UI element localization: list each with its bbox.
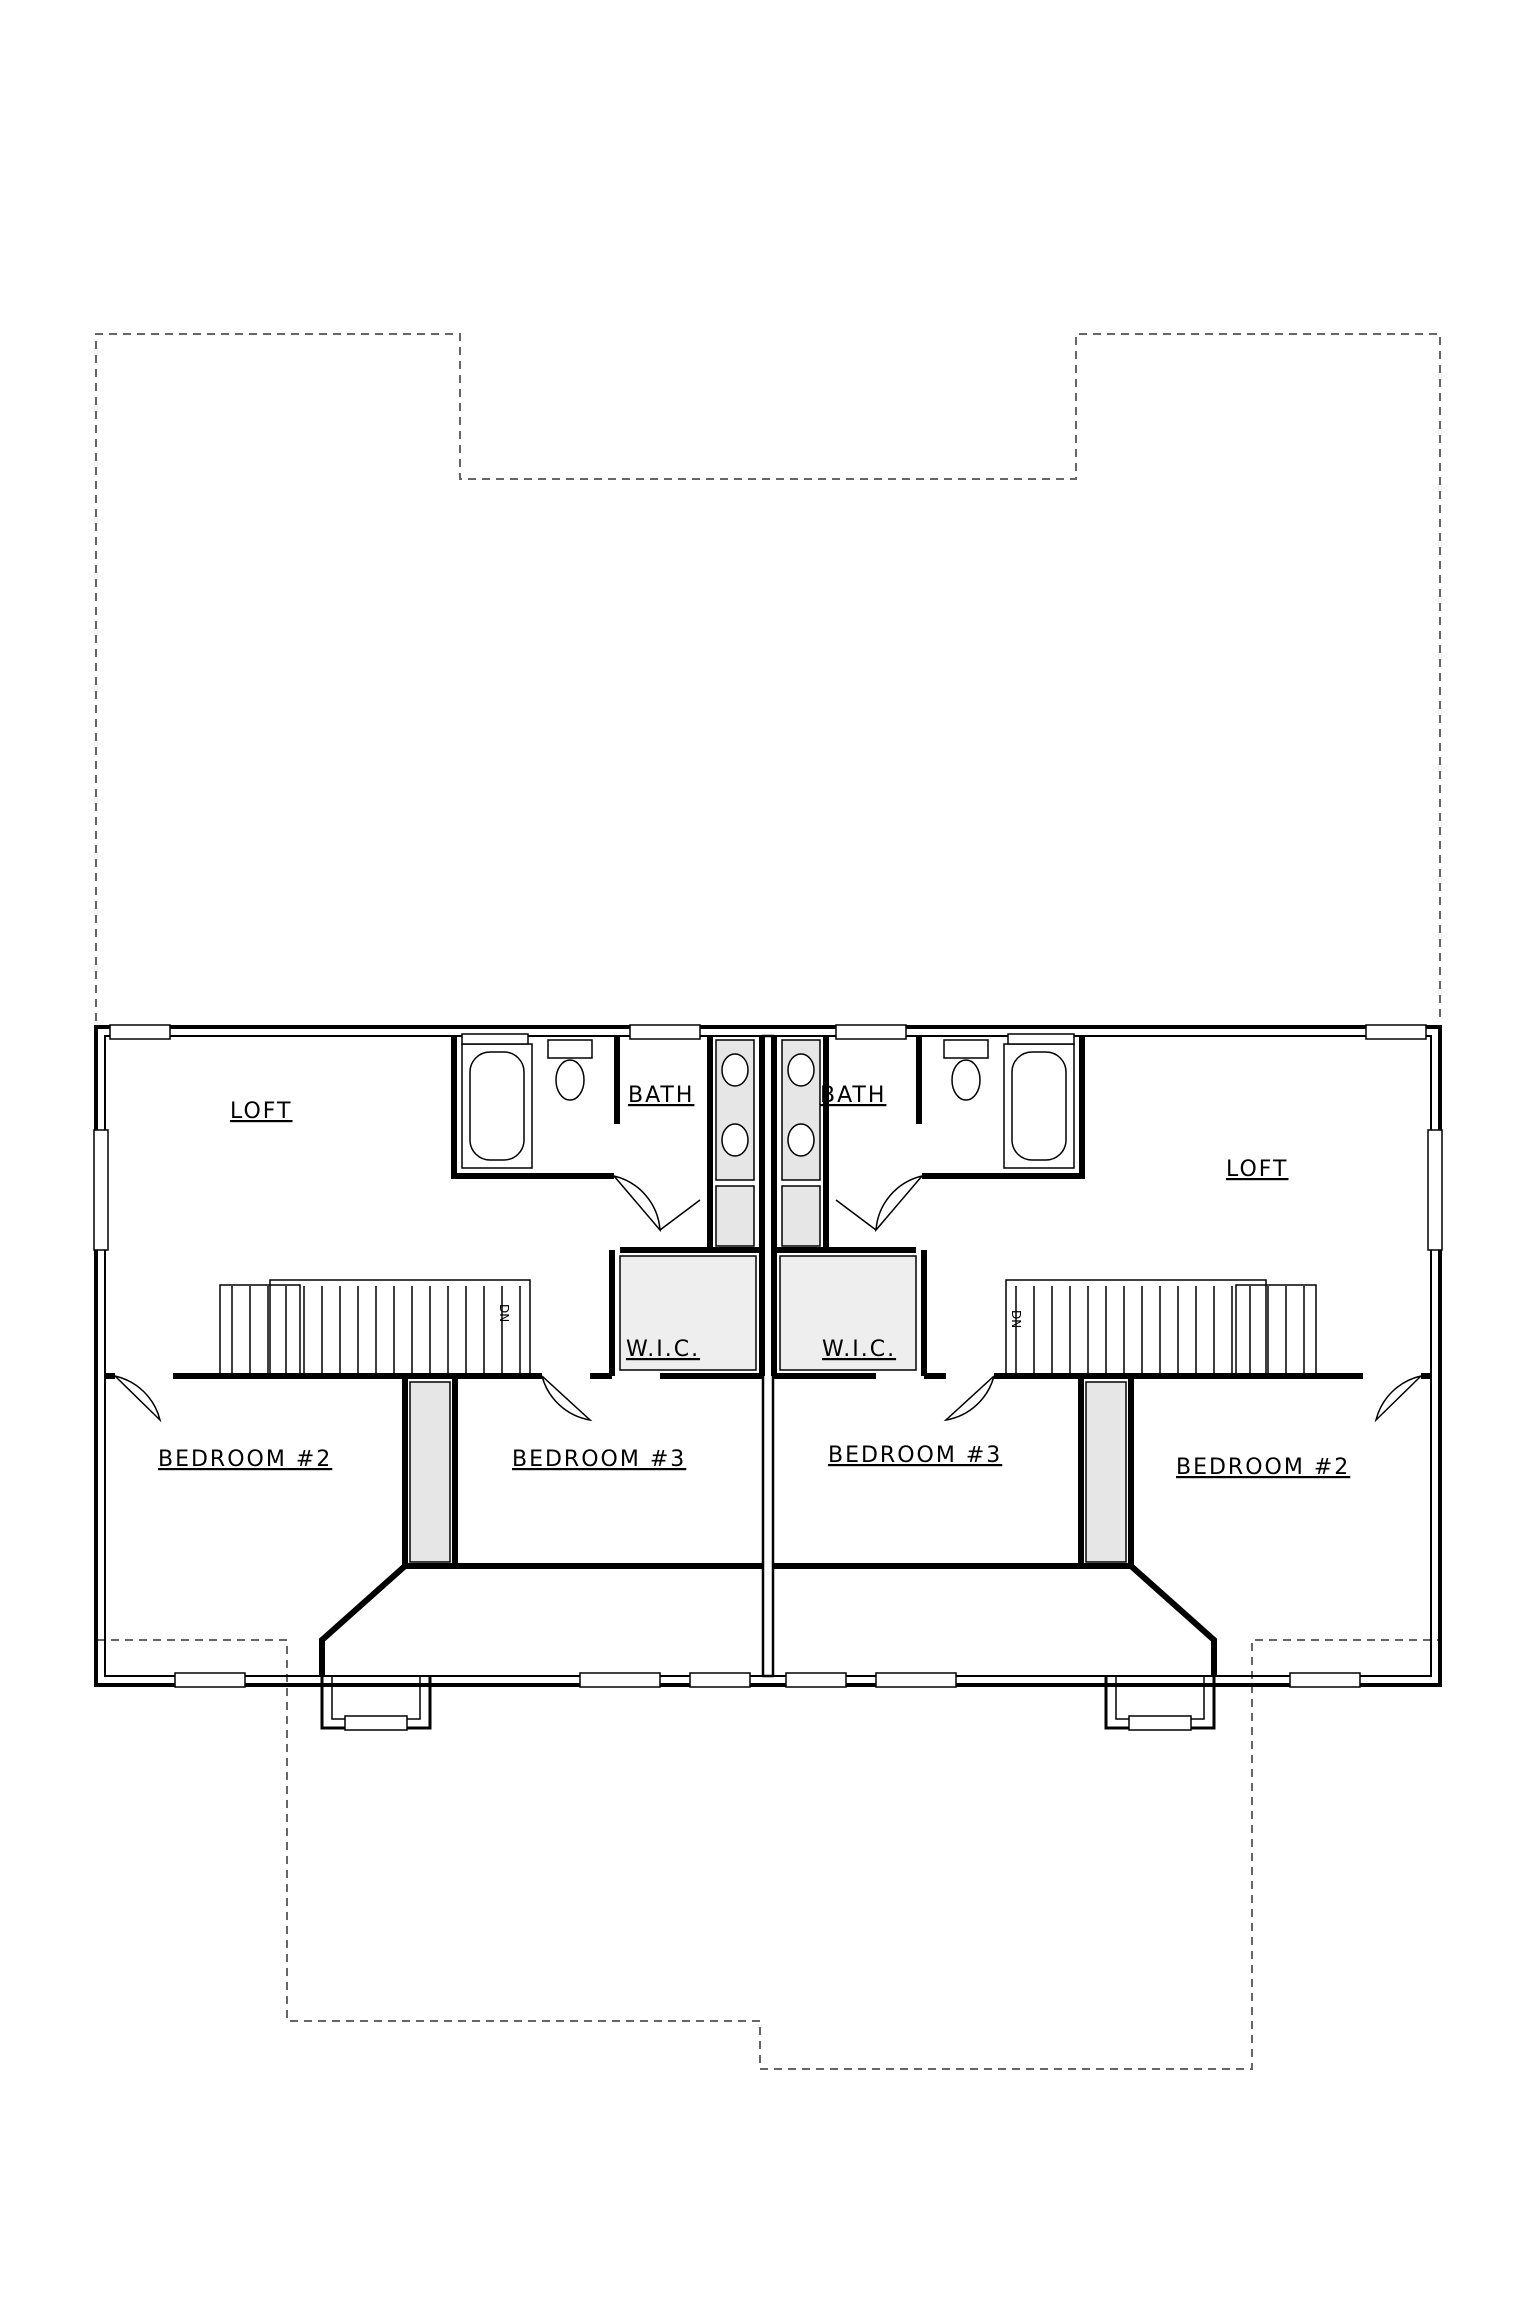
room-label-right-wic: W.I.C.	[822, 1337, 896, 1362]
room-label-left-bedroom3: BEDROOM #3	[512, 1447, 686, 1472]
room-label-left-loft: LOFT	[230, 1099, 293, 1124]
left-stair	[219, 1279, 531, 1377]
stair-dn-right: DN	[1009, 1310, 1023, 1328]
room-label-left-wic: W.I.C.	[626, 1337, 700, 1362]
stair-dn-left: DN	[497, 1304, 511, 1322]
room-label-right-bedroom2: BEDROOM #2	[1176, 1455, 1350, 1480]
room-label-right-bedroom3: BEDROOM #3	[828, 1443, 1002, 1468]
right-stair	[1005, 1279, 1317, 1377]
windows	[93, 1024, 1443, 1731]
door-swings	[114, 1175, 1422, 1423]
room-label-left-bath: BATH	[628, 1083, 694, 1108]
left-bath-fixtures	[409, 1033, 757, 1563]
right-bath-fixtures	[779, 1033, 1127, 1563]
room-label-left-bedroom2: BEDROOM #2	[158, 1447, 332, 1472]
room-label-right-bath: BATH	[820, 1083, 886, 1108]
room-label-right-loft: LOFT	[1226, 1157, 1289, 1182]
lower-roof-outline	[95, 333, 1441, 2070]
